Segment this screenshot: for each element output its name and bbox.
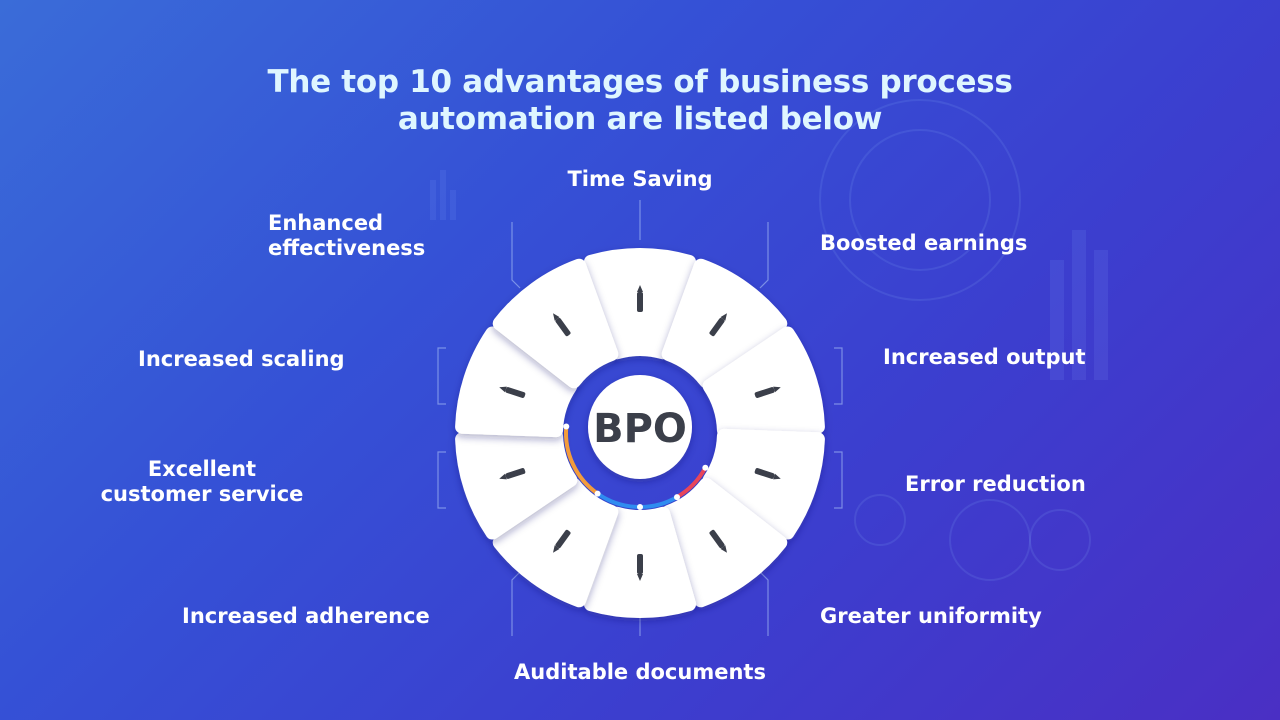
- pen-icon: [709, 313, 727, 337]
- wheel-segment: [702, 326, 825, 438]
- pen-icon: [754, 468, 781, 480]
- title-line-1: The top 10 advantages of business proces…: [267, 64, 1013, 100]
- advantage-label-increased-output: Increased output: [883, 345, 1086, 369]
- advantage-label-increased-scaling: Increased scaling: [138, 347, 345, 371]
- advantage-label-greater-uniformity: Greater uniformity: [820, 604, 1042, 628]
- progress-arc-dot: [563, 423, 570, 430]
- bpo-center-circle: [588, 375, 692, 479]
- advantage-label-enhanced-effectiveness: Enhanced effectiveness: [268, 211, 425, 261]
- advantage-label-line-1: Excellent: [147, 457, 257, 481]
- progress-arc-segment: [595, 491, 679, 509]
- progress-arc-dot: [594, 490, 601, 497]
- wheel-segment: [661, 477, 788, 608]
- wheel-segment: [702, 428, 825, 540]
- pen-icon: [709, 529, 727, 553]
- pen-icon: [499, 386, 526, 398]
- advantage-label-increased-adherence: Increased adherence: [182, 604, 430, 628]
- page-title: The top 10 advantages of business proces…: [0, 64, 1280, 138]
- advantage-label-boosted-earnings: Boosted earnings: [820, 231, 1028, 255]
- advantage-label-error-reduction: Error reduction: [905, 472, 1086, 496]
- bpo-center-label: BPO: [593, 406, 687, 452]
- advantage-label-line-2: customer service: [100, 482, 304, 506]
- pen-icon: [754, 386, 781, 398]
- advantage-label-line-1: Enhanced: [268, 211, 384, 235]
- wheel-segment: [661, 258, 788, 389]
- pen-icon: [637, 285, 643, 312]
- pen-icon: [637, 554, 643, 581]
- wheel-segment: [455, 326, 578, 438]
- advantage-label-line-2: effectiveness: [268, 236, 426, 260]
- advantage-label-auditable-documents: Auditable documents: [514, 660, 766, 684]
- wheel-segment: [492, 258, 619, 389]
- title-line-2: automation are listed below: [397, 101, 883, 137]
- progress-arc-segment: [564, 424, 600, 496]
- advantage-label-time-saving: Time Saving: [567, 167, 713, 191]
- pen-icon: [553, 529, 571, 553]
- pen-icon: [553, 313, 571, 337]
- pen-icon: [499, 468, 526, 480]
- wheel-segment: [455, 428, 578, 540]
- progress-arc-dot: [702, 464, 709, 471]
- progress-arc-dot: [674, 494, 680, 501]
- advantage-label-excellent-customer-service: Excellent customer service: [80, 457, 324, 507]
- wheel-segment: [492, 477, 619, 608]
- progress-arc-dot: [637, 504, 643, 510]
